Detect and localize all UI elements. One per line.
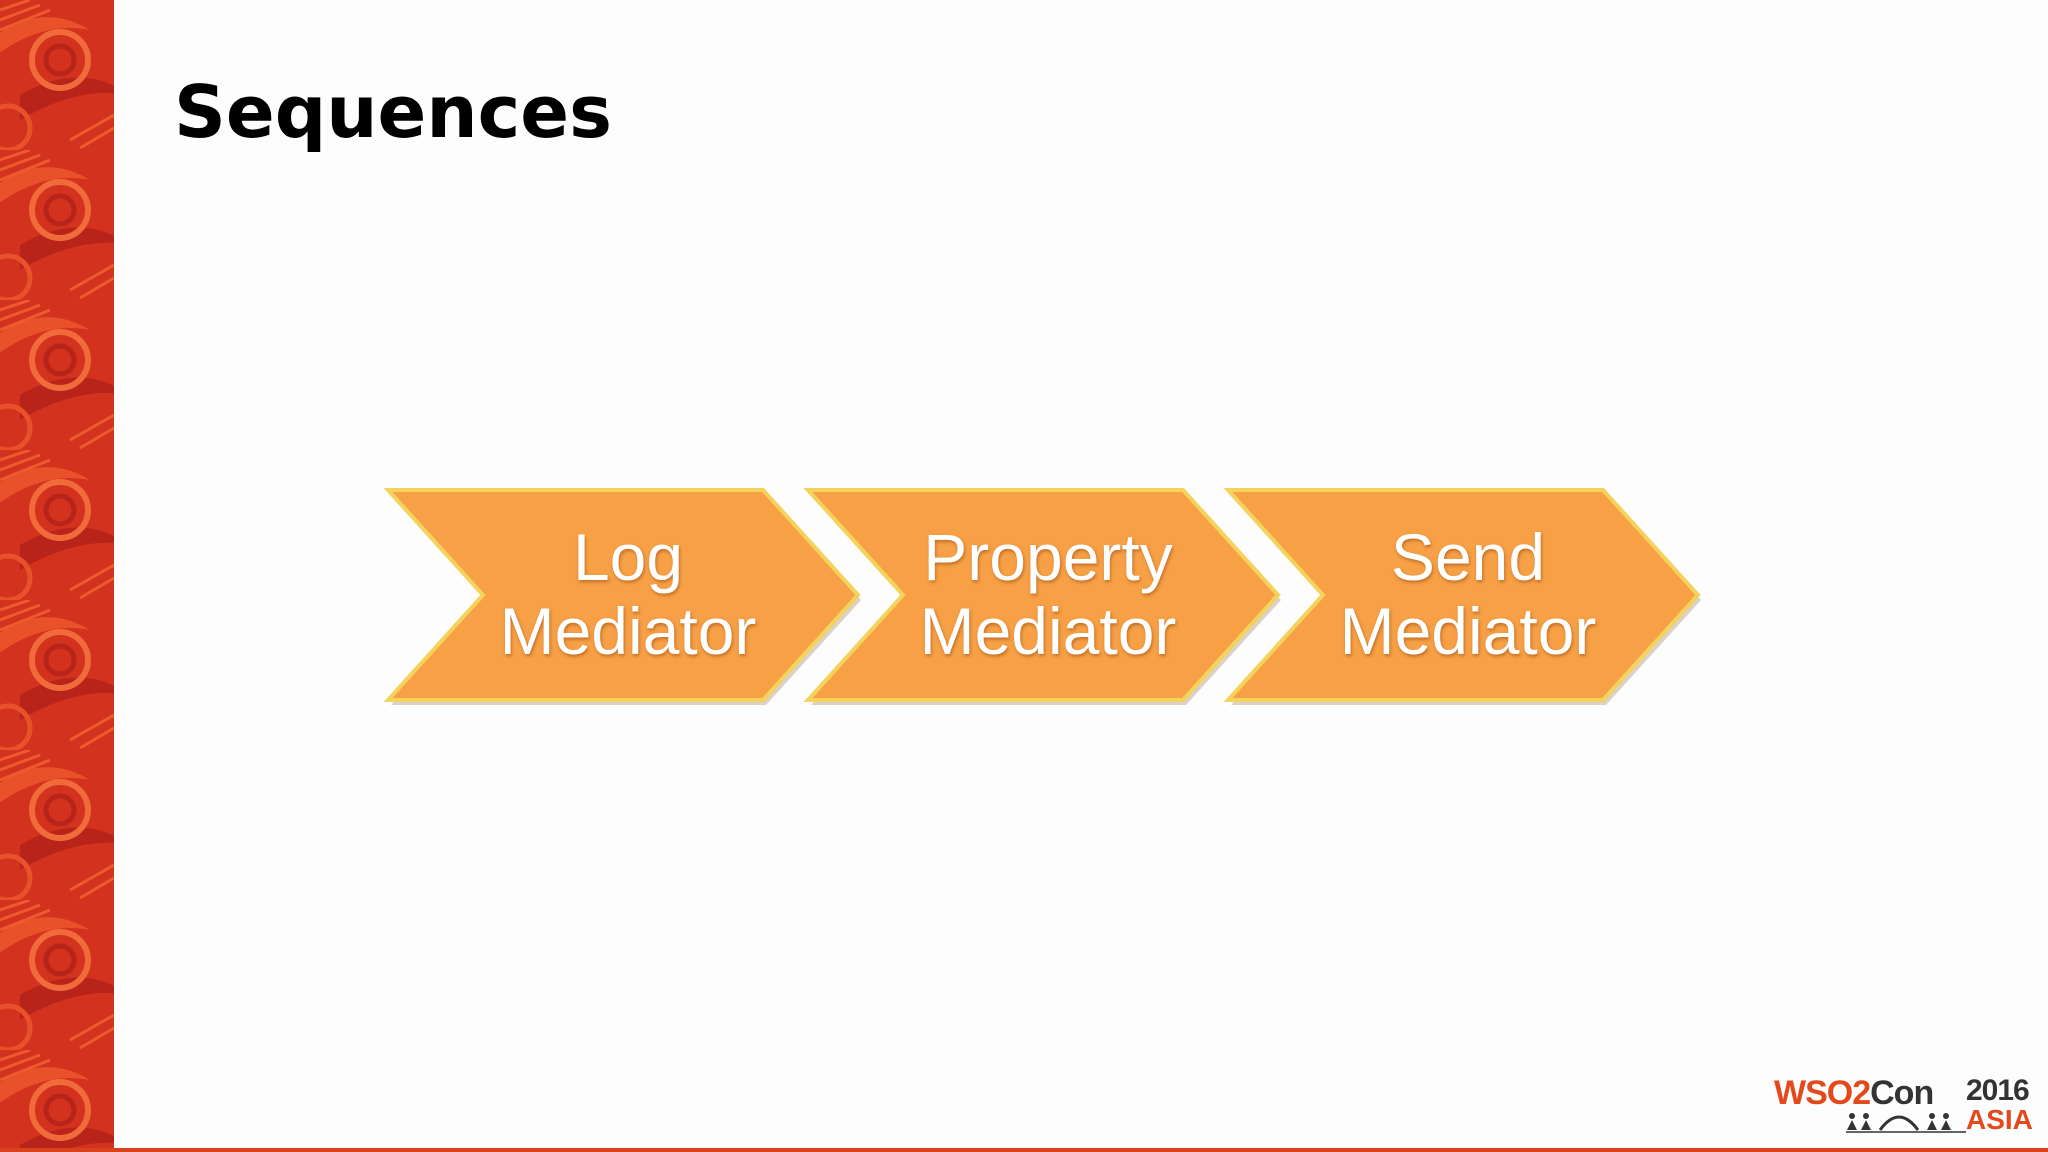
logo-region: ASIA [1966, 1104, 2033, 1135]
sequence-flow-diagram: Log Mediator Property Mediator Send Medi… [380, 480, 1720, 720]
step-property-mediator: Property Mediator [898, 520, 1198, 668]
step-label-line2: Mediator [499, 594, 757, 668]
step-label-line1: Log [572, 520, 684, 594]
step-send-mediator: Send Mediator [1318, 520, 1618, 668]
step-label-line1: Property [923, 520, 1173, 594]
logo-brand-suffix: Con [1870, 1074, 1934, 1112]
people-icon [1846, 1113, 1966, 1133]
chevron-step-2 [803, 488, 1281, 702]
bottom-divider [0, 1148, 2048, 1152]
chevron-shapes [383, 488, 1701, 705]
step-label-line1: Send [1390, 520, 1546, 594]
decorative-side-band [0, 0, 114, 1152]
feather-pattern [0, 0, 114, 1152]
step-log-mediator: Log Mediator [478, 520, 778, 668]
logo-year: 2016 [1966, 1074, 2030, 1107]
logo-brand: WSO2Con [1774, 1074, 1934, 1112]
step-label-line2: Mediator [1339, 594, 1597, 668]
chevron-step-1 [383, 488, 861, 702]
chevron-step-3 [1223, 488, 1701, 702]
step-label-line2: Mediator [919, 594, 1177, 668]
slide-title: Sequences [174, 70, 612, 154]
wso2con-logo: WSO2Con 2016 ASIA [1770, 1070, 2033, 1140]
